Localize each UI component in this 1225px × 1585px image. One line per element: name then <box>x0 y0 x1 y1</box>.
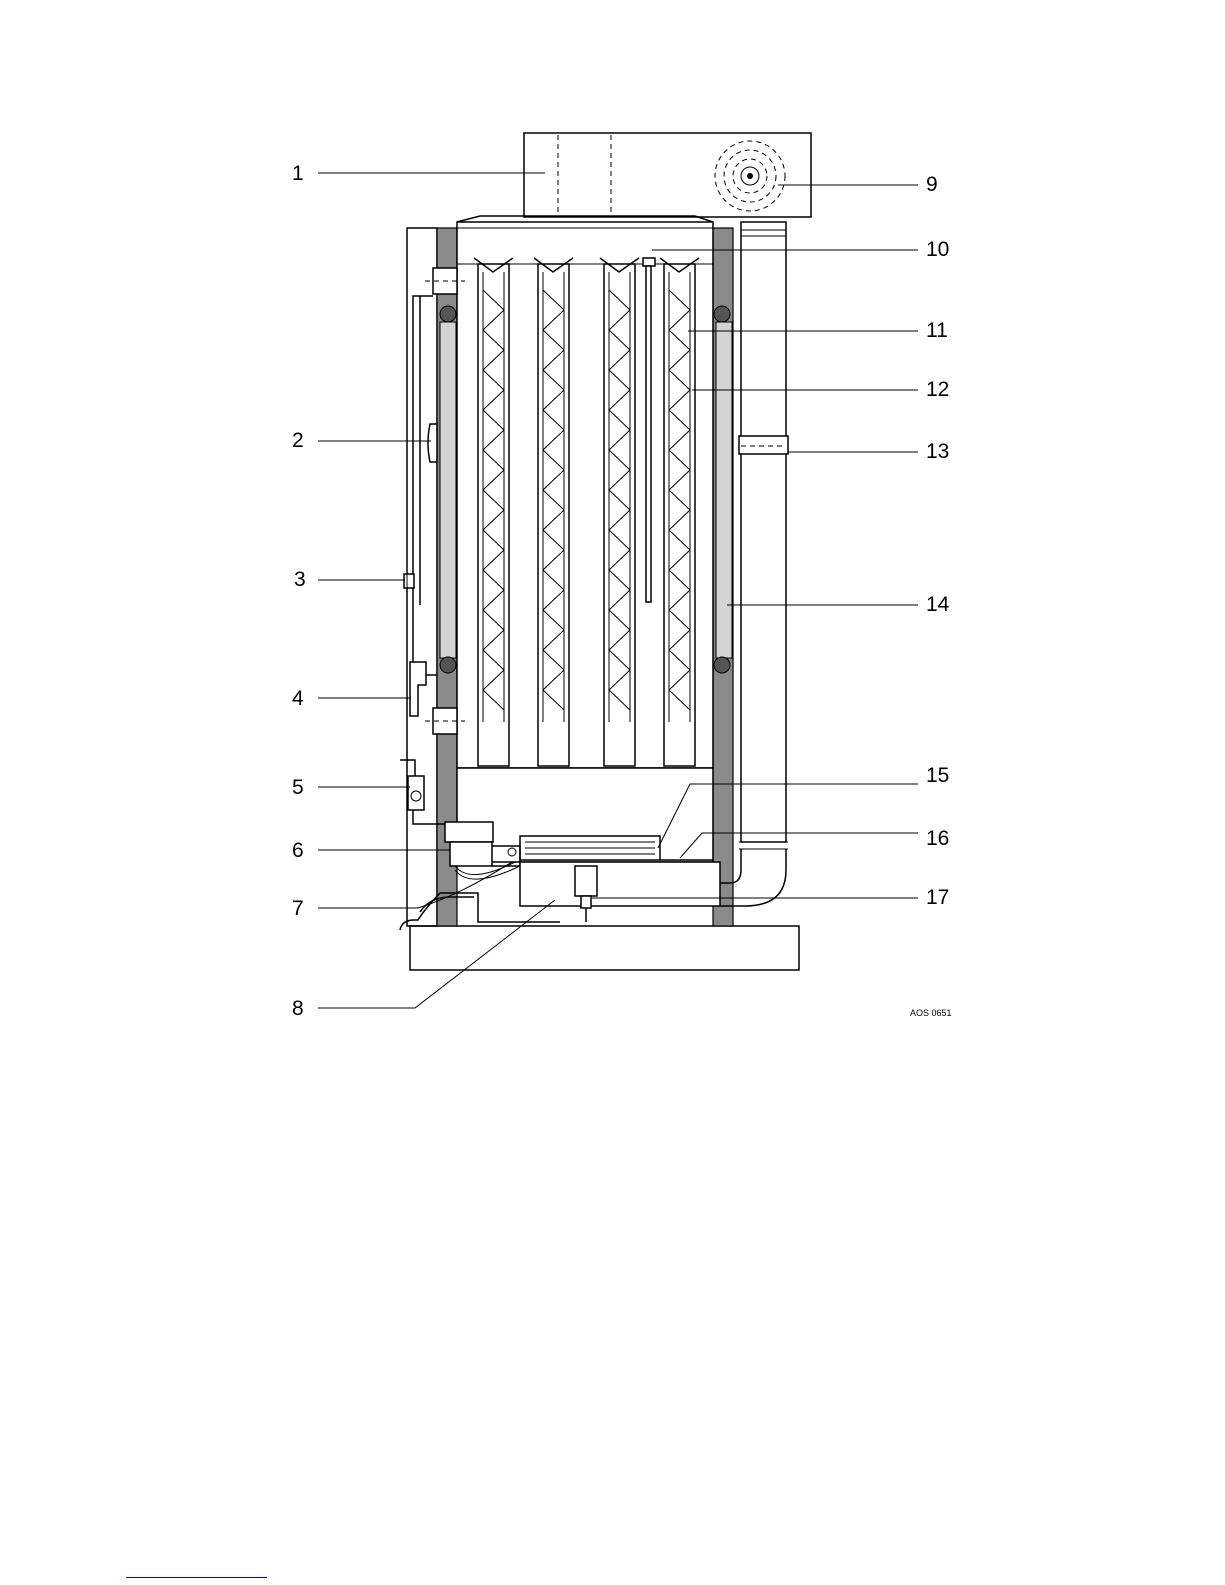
callout-9: 9 <box>926 174 938 195</box>
condensate-trap <box>575 866 597 896</box>
callout-1: 1 <box>292 163 304 184</box>
callout-11: 11 <box>926 320 948 341</box>
callout-17: 17 <box>926 887 949 908</box>
callout-2: 2 <box>292 430 304 451</box>
base-plinth <box>410 926 799 970</box>
callout-7: 7 <box>292 898 304 919</box>
section-1 <box>474 258 513 766</box>
callout-16: 16 <box>926 828 949 849</box>
seal-bottom-right <box>714 657 730 673</box>
callout-10: 10 <box>926 239 949 260</box>
drawing-code: AOS 0651 <box>910 1008 952 1018</box>
footer-link-underline[interactable] <box>126 1577 267 1578</box>
callout-8: 8 <box>292 998 304 1019</box>
left-insulation-light <box>440 322 456 658</box>
pressure-device <box>408 776 424 810</box>
control-box-2 <box>428 424 437 462</box>
callout-14: 14 <box>926 594 949 615</box>
condensate-box <box>520 862 720 906</box>
section-4 <box>660 258 699 766</box>
section-2 <box>534 258 573 766</box>
section-3 <box>600 258 639 766</box>
bracket-4 <box>410 662 426 716</box>
seal-top-left <box>440 306 456 322</box>
callout-3: 3 <box>294 569 306 590</box>
callout-4: 4 <box>292 688 304 709</box>
seal-bottom-left <box>440 657 456 673</box>
callout-15: 15 <box>926 765 949 786</box>
seal-top-right <box>714 306 730 322</box>
callout-12: 12 <box>926 379 949 400</box>
callout-5: 5 <box>292 777 304 798</box>
callout-6: 6 <box>292 840 304 861</box>
right-insulation-light <box>716 322 732 658</box>
callout-13: 13 <box>926 441 949 462</box>
switch-3 <box>404 574 414 588</box>
